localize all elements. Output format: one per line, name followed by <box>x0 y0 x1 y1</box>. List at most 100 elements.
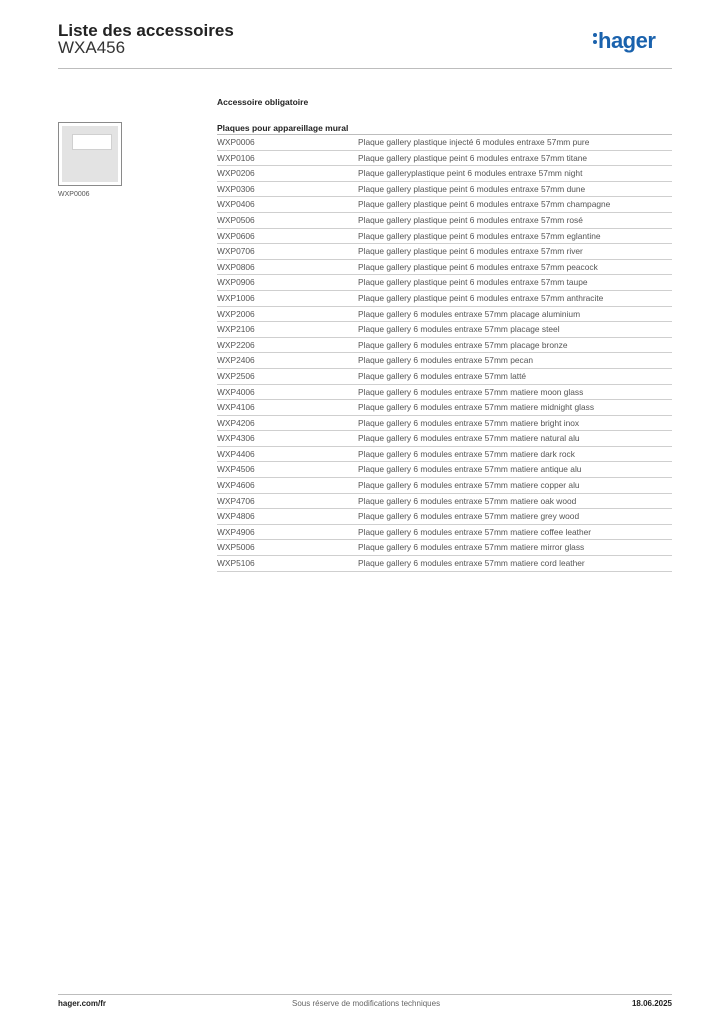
item-description: Plaque gallery 6 modules entraxe 57mm ma… <box>358 480 580 491</box>
footer-website[interactable]: hager.com/fr <box>58 999 107 1008</box>
item-reference: WXP4606 <box>217 480 255 491</box>
table-row: WXP4406 Plaque gallery 6 modules entraxe … <box>217 447 672 463</box>
table-row: WXP4806 Plaque gallery 6 modules entraxe … <box>217 509 672 525</box>
item-reference: WXP0806 <box>217 261 255 272</box>
item-description: Plaque gallery plastique peint 6 modules… <box>358 246 583 257</box>
item-description: Plaque gallery plastique peint 6 modules… <box>358 199 611 210</box>
item-reference: WXP0406 <box>217 199 255 210</box>
table-row: WXP4006 Plaque gallery 6 modules entraxe … <box>217 385 672 401</box>
table-row: WXP2006 Plaque gallery 6 modules entraxe … <box>217 307 672 323</box>
item-reference: WXP0706 <box>217 246 255 257</box>
item-reference: WXP0606 <box>217 230 255 241</box>
table-row: WXP4106 Plaque gallery 6 modules entraxe … <box>217 400 672 416</box>
item-reference: WXP2106 <box>217 324 255 335</box>
table-row: WXP0006 Plaque gallery plastique injecté … <box>217 135 672 151</box>
item-description: Plaque gallery plastique peint 6 modules… <box>358 152 588 163</box>
item-reference: WXP1006 <box>217 292 255 303</box>
item-description: Plaque gallery 6 modules entraxe 57mm pl… <box>358 339 568 350</box>
item-description: Plaque gallery plastique peint 6 modules… <box>358 183 586 194</box>
item-reference: WXP4406 <box>217 448 255 459</box>
table-row: WXP4906 Plaque gallery 6 modules entraxe … <box>217 525 672 541</box>
table-row: WXP0406 Plaque gallery plastique peint 6 … <box>217 197 672 213</box>
item-reference: WXP0906 <box>217 277 255 288</box>
table-row: WXP4306 Plaque gallery 6 modules entraxe … <box>217 431 672 447</box>
item-reference: WXP4906 <box>217 526 255 537</box>
logo-text: hager <box>598 28 656 53</box>
item-description: Plaque gallery 6 modules entraxe 57mm ma… <box>358 417 580 428</box>
logo-dots-icon <box>593 30 597 47</box>
product-thumbnail <box>58 122 122 186</box>
item-description: Plaque gallery 6 modules entraxe 57mm ma… <box>358 511 580 522</box>
section-heading: Accessoire obligatoire <box>217 97 309 107</box>
item-reference: WXP2006 <box>217 308 255 319</box>
table-row: WXP5006 Plaque gallery 6 modules entraxe … <box>217 540 672 557</box>
item-reference: WXP5006 <box>217 542 255 553</box>
table-row: WXP2206 Plaque gallery 6 modules entraxe … <box>217 338 672 354</box>
table-row: WXP0306 Plaque gallery plastique peint 6 … <box>217 182 672 198</box>
product-reference: WXA456 <box>58 38 126 57</box>
item-description: Plaque gallery plastique peint 6 modules… <box>358 214 583 225</box>
footer-date: 18.06.2025 <box>631 999 672 1008</box>
item-reference: WXP4006 <box>217 386 255 397</box>
accessory-table: WXP0006 Plaque gallery plastique injecté … <box>217 134 672 572</box>
item-description: Plaque gallery 6 modules entraxe 57mm la… <box>358 370 527 381</box>
item-description: Plaque gallery 6 modules entraxe 57mm ma… <box>358 386 584 397</box>
table-row: WXP2406 Plaque gallery 6 modules entraxe … <box>217 353 672 369</box>
item-reference: WXP4306 <box>217 433 255 444</box>
item-description: Plaque gallery 6 modules entraxe 57mm ma… <box>358 558 585 569</box>
item-description: Plaque gallery 6 modules entraxe 57mm pe… <box>358 355 534 366</box>
table-row: WXP0706 Plaque gallery plastique peint 6 … <box>217 244 672 260</box>
item-description: Plaque gallery 6 modules entraxe 57mm ma… <box>358 464 582 475</box>
table-row: WXP5106 Plaque gallery 6 modules entraxe … <box>217 556 672 572</box>
table-row: WXP4506 Plaque gallery 6 modules entraxe … <box>217 462 672 479</box>
item-description: Plaque gallery 6 modules entraxe 57mm ma… <box>358 526 592 537</box>
item-reference: WXP2406 <box>217 355 255 366</box>
item-reference: WXP0106 <box>217 152 255 163</box>
item-reference: WXP0506 <box>217 214 255 225</box>
item-reference: WXP0006 <box>217 137 255 147</box>
item-description: Plaque gallery 6 modules entraxe 57mm ma… <box>358 448 575 459</box>
item-description: Plaque gallery 6 modules entraxe 57mm ma… <box>358 402 595 413</box>
item-description: Plaque gallery plastique peint 6 modules… <box>358 261 598 272</box>
item-description: Plaque gallery plastique peint 6 modules… <box>358 292 604 303</box>
table-row: WXP2506 Plaque gallery 6 modules entraxe … <box>217 369 672 385</box>
table-row: WXP0806 Plaque gallery plastique peint 6 … <box>217 260 672 276</box>
item-reference: WXP4506 <box>217 464 255 475</box>
item-reference: WXP0306 <box>217 183 255 194</box>
table-row: WXP0606 Plaque gallery plastique peint 6 … <box>217 229 672 245</box>
hager-logo: hager <box>593 28 656 54</box>
item-reference: WXP2506 <box>217 370 255 381</box>
footer-disclaimer: Sous réserve de modifications techniques <box>292 999 441 1008</box>
item-reference: WXP4206 <box>217 417 255 428</box>
item-description: Plaque gallery 6 modules entraxe 57mm ma… <box>358 542 585 553</box>
page-title: Liste des accessoires <box>58 21 234 40</box>
item-reference: WXP4806 <box>217 511 255 522</box>
group-heading: Plaques pour appareillage mural <box>217 123 349 133</box>
item-description: Plaque gallery 6 modules entraxe 57mm ma… <box>358 433 580 444</box>
item-reference: WXP2206 <box>217 339 255 350</box>
table-row: WXP4606 Plaque gallery 6 modules entraxe … <box>217 478 672 494</box>
table-row: WXP1006 Plaque gallery plastique peint 6 … <box>217 291 672 307</box>
table-row: WXP0506 Plaque gallery plastique peint 6 … <box>217 213 672 229</box>
item-reference: WXP4106 <box>217 402 255 413</box>
item-reference: WXP4706 <box>217 495 255 506</box>
footer-divider <box>58 994 672 995</box>
thumbnail-label: WXP0006 <box>58 191 90 198</box>
item-reference: WXP0206 <box>217 168 255 179</box>
item-description: Plaque gallery plastique peint 6 modules… <box>358 230 601 241</box>
item-description: Plaque gallery 6 modules entraxe 57mm pl… <box>358 324 560 335</box>
table-row: WXP0906 Plaque gallery plastique peint 6 … <box>217 275 672 291</box>
table-row: WXP2106 Plaque gallery 6 modules entraxe … <box>217 322 672 338</box>
item-description: Plaque galleryplastique peint 6 modules … <box>358 168 583 179</box>
plate-image-icon <box>62 126 118 182</box>
table-row: WXP4706 Plaque gallery 6 modules entraxe … <box>217 494 672 510</box>
table-row: WXP4206 Plaque gallery 6 modules entraxe … <box>217 416 672 432</box>
table-row: WXP0106 Plaque gallery plastique peint 6 … <box>217 151 672 167</box>
item-description: Plaque gallery 6 modules entraxe 57mm pl… <box>358 308 581 319</box>
item-description: Plaque gallery plastique peint 6 modules… <box>358 277 588 288</box>
item-description: Plaque gallery plastique injecté 6 modul… <box>358 137 590 147</box>
item-description: Plaque gallery 6 modules entraxe 57mm ma… <box>358 495 577 506</box>
header-divider <box>58 68 672 69</box>
table-row: WXP0206 Plaque galleryplastique peint 6 m… <box>217 166 672 182</box>
item-reference: WXP5106 <box>217 558 255 569</box>
